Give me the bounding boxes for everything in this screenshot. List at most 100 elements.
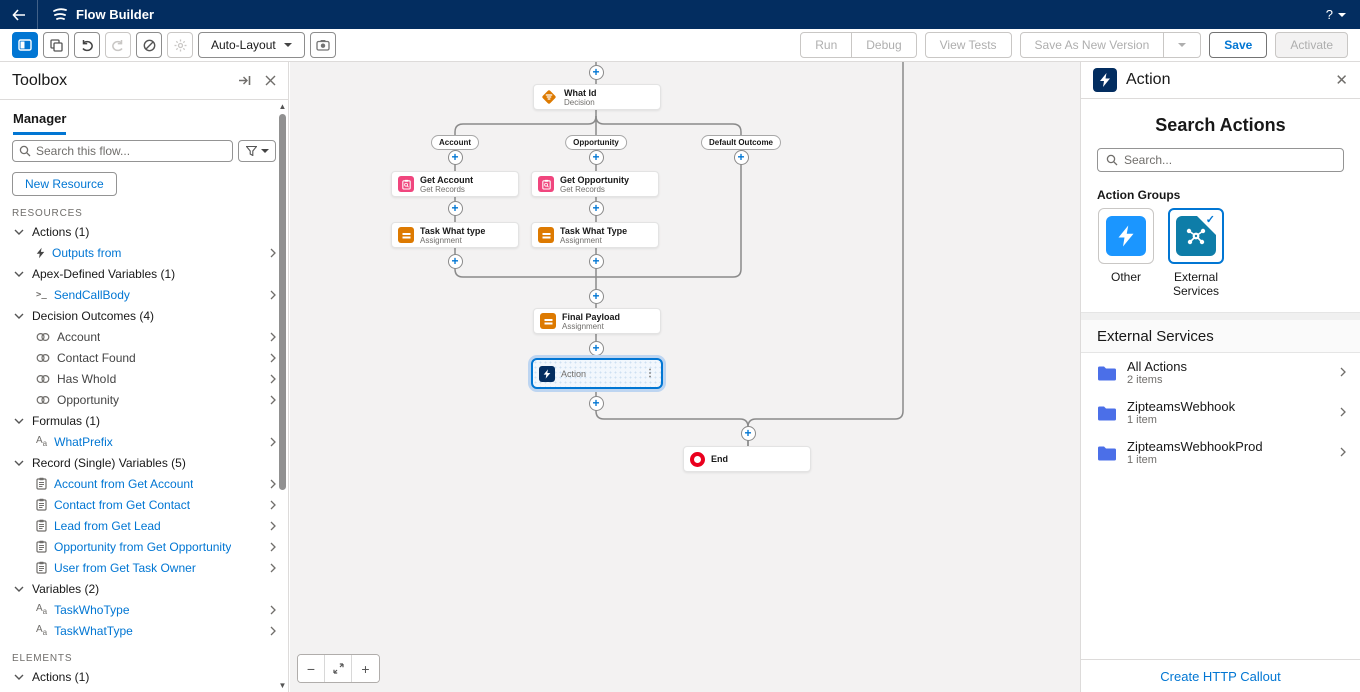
add-element-button[interactable]: + [588, 340, 604, 356]
new-resource-button[interactable]: New Resource [12, 172, 117, 196]
add-element-button[interactable]: + [447, 149, 463, 165]
chevron-right-icon [270, 500, 276, 509]
tree-item-label: Lead from Get Lead [54, 518, 161, 533]
add-element-button[interactable]: + [588, 395, 604, 411]
save-as-dropdown-button[interactable] [1164, 32, 1202, 58]
get-records-icon [538, 176, 554, 192]
snapshot-button[interactable] [309, 32, 336, 58]
tree-item-opportunity-from-get-opportunity[interactable]: Opportunity from Get Opportunity [0, 536, 288, 557]
run-button[interactable]: Run [800, 32, 853, 58]
action-group-label: Other [1110, 270, 1141, 284]
scrollbar-thumb[interactable] [279, 114, 286, 490]
view-tests-button[interactable]: View Tests [924, 32, 1012, 58]
tree-item-account-from-get-account[interactable]: Account from Get Account [0, 473, 288, 494]
tree-item-lead-from-get-lead[interactable]: Lead from Get Lead [0, 515, 288, 536]
action-group-tile[interactable] [1098, 208, 1154, 264]
tree-section-apex-defined-variables-1-[interactable]: Apex-Defined Variables (1) [0, 263, 288, 284]
flow-node-end[interactable]: End [683, 446, 811, 472]
flow-node-action[interactable]: Action⋮ [531, 358, 663, 389]
add-element-button[interactable]: + [588, 200, 604, 216]
node-menu-icon[interactable]: ⋮ [645, 368, 655, 379]
pin-panel-icon[interactable] [238, 75, 251, 86]
service-count: 1 item [1127, 414, 1157, 426]
tree-section-actions-1-[interactable]: Actions (1) [0, 666, 288, 687]
zoom-in-button[interactable]: + [352, 655, 379, 682]
gear-icon [174, 39, 186, 51]
action-search-input[interactable] [1124, 153, 1335, 167]
add-element-button[interactable]: + [447, 200, 463, 216]
formula-icon: Aa [36, 434, 48, 448]
node-subtitle: Get Records [420, 184, 465, 194]
flow-settings-button[interactable] [167, 32, 193, 58]
filter-button[interactable] [238, 140, 276, 162]
help-menu[interactable]: ? [1326, 7, 1346, 22]
debug-button[interactable]: Debug [852, 32, 917, 58]
zoom-fit-button[interactable] [325, 655, 352, 682]
tree-section-formulas-1-[interactable]: Formulas (1) [0, 410, 288, 431]
tree-item-contact-from-get-contact[interactable]: Contact from Get Contact [0, 494, 288, 515]
copy-paste-button[interactable] [43, 32, 69, 58]
scroll-up-icon[interactable]: ▲ [278, 102, 287, 111]
add-element-button[interactable]: + [588, 149, 604, 165]
save-button[interactable]: Save [1209, 32, 1268, 58]
tree-section-record-single-variables-5-[interactable]: Record (Single) Variables (5) [0, 452, 288, 473]
layout-mode-select[interactable]: Auto-Layout [198, 32, 305, 58]
action-search-field[interactable] [1097, 148, 1344, 172]
action-group-tile[interactable]: ✓ [1168, 208, 1224, 264]
tree-section-label: Formulas (1) [32, 413, 101, 428]
add-element-button[interactable]: + [588, 253, 604, 269]
node-title: Final Payload [562, 311, 621, 322]
tree-section-actions-1-[interactable]: Actions (1) [0, 221, 288, 242]
flow-search-input[interactable] [36, 144, 226, 158]
add-element-button[interactable]: + [447, 253, 463, 269]
tree-section-label: Record (Single) Variables (5) [32, 455, 186, 470]
save-as-new-version-button[interactable]: Save As New Version [1019, 32, 1165, 58]
scroll-down-icon[interactable]: ▼ [278, 681, 287, 690]
node-title: Task What type [420, 225, 486, 236]
tree-item-contact-found[interactable]: Contact Found [0, 347, 288, 368]
decision-icon [542, 90, 556, 104]
tree-item-has-whoid[interactable]: Has WhoId [0, 368, 288, 389]
sidebar-scrollbar[interactable]: ▲ ▼ [278, 102, 287, 690]
folder-icon [1098, 406, 1116, 420]
activate-button[interactable]: Activate [1275, 32, 1348, 58]
redo-button[interactable] [105, 32, 131, 58]
undo-button[interactable] [74, 32, 100, 58]
toggle-toolbox-button[interactable] [12, 32, 38, 58]
close-panel-icon[interactable]: ✕ [1335, 72, 1348, 89]
tree-item-account[interactable]: Account [0, 326, 288, 347]
back-button[interactable] [0, 0, 38, 29]
tree-item-label: Opportunity from Get Opportunity [54, 539, 232, 554]
tree-item-sendcallbody[interactable]: >_SendCallBody [0, 284, 288, 305]
tree-item-new-action[interactable]: New Action [0, 687, 288, 692]
flow-search-field[interactable] [12, 140, 233, 162]
add-element-button[interactable]: + [588, 64, 604, 80]
add-element-button[interactable]: + [588, 288, 604, 304]
tree-item-opportunity[interactable]: Opportunity [0, 389, 288, 410]
select-elements-button[interactable] [136, 32, 162, 58]
close-toolbox-icon[interactable] [265, 75, 276, 86]
chevron-right-icon [270, 542, 276, 551]
tree-section-variables-2-[interactable]: Variables (2) [0, 578, 288, 599]
zoom-out-button[interactable]: − [298, 655, 325, 682]
add-element-button[interactable]: + [740, 425, 756, 441]
add-element-button[interactable]: + [733, 149, 749, 165]
tree-item-user-from-get-task-owner[interactable]: User from Get Task Owner [0, 557, 288, 578]
tree-item-outputs-from[interactable]: Outputs from [0, 242, 288, 263]
tab-manager[interactable]: Manager [13, 111, 67, 135]
create-http-callout-link[interactable]: Create HTTP Callout [1160, 668, 1281, 684]
tree-section-decision-outcomes-4-[interactable]: Decision Outcomes (4) [0, 305, 288, 326]
